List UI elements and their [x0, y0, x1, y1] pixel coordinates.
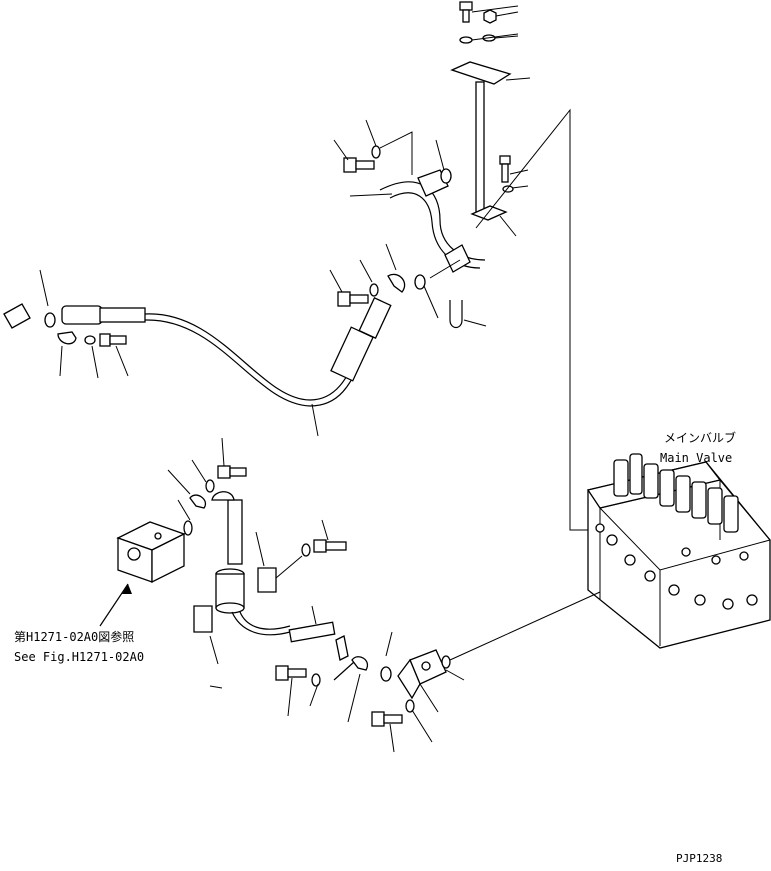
hose-end-fitting	[288, 621, 336, 643]
reference-label-jp: 第H1271-02A0図参照	[14, 629, 134, 644]
bolt	[217, 465, 247, 479]
o-ring	[44, 312, 56, 328]
clip	[193, 605, 213, 633]
washer	[371, 145, 381, 159]
washer	[84, 335, 96, 345]
lower-clamp	[470, 155, 514, 221]
hose-end-fitting	[330, 326, 374, 382]
half-clamp	[387, 273, 406, 293]
mounting-plate	[450, 61, 512, 85]
half-clamp	[351, 656, 369, 671]
washer	[301, 543, 311, 557]
elbow-fitting	[3, 303, 31, 329]
drawing-code: PJP1238	[676, 852, 722, 865]
hose-end-fitting	[61, 305, 103, 325]
upper-hose-assembly	[3, 243, 461, 437]
o-ring	[183, 520, 193, 536]
bolt	[337, 291, 369, 307]
o-ring	[414, 274, 426, 290]
washer	[205, 479, 215, 493]
o-ring	[440, 168, 452, 184]
bolt	[99, 333, 127, 347]
reference-arrow	[99, 583, 129, 627]
clip	[257, 567, 277, 593]
washer	[405, 699, 415, 713]
valve-block	[116, 521, 186, 584]
elbow-flange	[397, 649, 447, 700]
o-ring	[380, 666, 392, 682]
main-valve: メインバルブ Main Valve	[586, 430, 771, 649]
bolt	[371, 711, 403, 727]
bolt	[343, 157, 375, 173]
main-valve-label-jp: メインバルブ	[664, 430, 736, 445]
pipe	[227, 499, 243, 565]
washer	[369, 283, 379, 297]
valve-ports	[595, 523, 758, 610]
washer	[311, 673, 321, 687]
u-bolt	[449, 300, 463, 329]
hose-clamp	[444, 244, 471, 273]
washer	[459, 36, 473, 44]
lower-assembly: 第H1271-02A0図参照 See Fig.H1271-02A0	[14, 437, 601, 753]
o-ring	[441, 655, 451, 669]
top-bracket-assembly	[450, 1, 531, 237]
bolt	[275, 665, 307, 681]
bolt	[459, 1, 473, 23]
main-valve-label-en: Main Valve	[660, 451, 732, 465]
connection-line	[475, 108, 600, 531]
connection-line	[449, 591, 601, 661]
half-clamp	[57, 331, 77, 345]
reference-label-en: See Fig.H1271-02A0	[14, 650, 144, 664]
valve-spools	[613, 453, 739, 533]
nut	[483, 9, 497, 24]
half-clamp	[189, 494, 207, 509]
support-rod	[475, 81, 485, 213]
bolt	[313, 539, 347, 553]
